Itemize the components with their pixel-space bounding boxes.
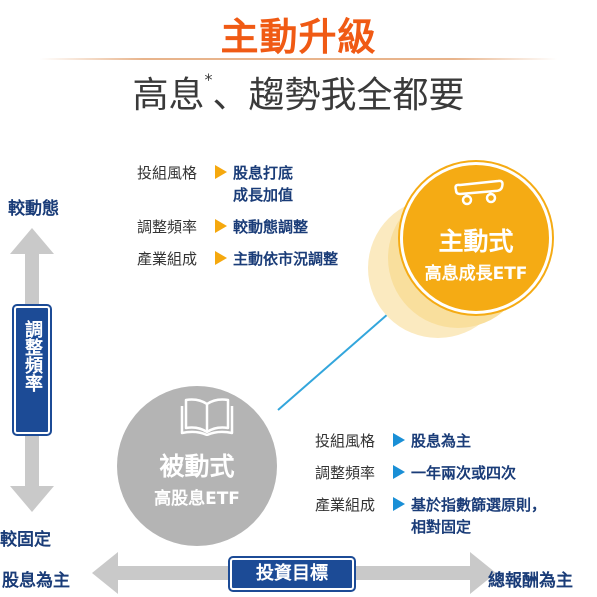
page-subtitle: 高息*、趨勢我全都要 bbox=[132, 70, 465, 116]
passive-row-value: 基於指數篩選原則，相對固定 bbox=[411, 496, 547, 536]
book-icon bbox=[180, 398, 234, 436]
x-axis-badge: 投資目標 bbox=[228, 556, 356, 592]
passive-row-value: 一年兩次或四次 bbox=[411, 464, 517, 482]
active-row-value: 主動依市況調整 bbox=[233, 250, 339, 268]
passive-etf-circle bbox=[117, 386, 277, 546]
passive-row-style: 投組風格 股息為主 bbox=[315, 430, 546, 452]
passive-info-list: 投組風格 股息為主 調整頻率 一年兩次或四次 產業組成 基於指數篩選原則，相對固… bbox=[315, 430, 546, 538]
active-etf-name: 主動式 bbox=[438, 227, 514, 256]
blue-triangle-icon bbox=[393, 497, 405, 511]
passive-row-key: 調整頻率 bbox=[315, 464, 376, 482]
active-info-list: 投組風格 股息打底成長加值 調整頻率 較動態調整 產業組成 主動依市況調整 bbox=[137, 162, 338, 270]
x-axis-arrow-right bbox=[470, 552, 496, 594]
active-row-key: 產業組成 bbox=[137, 250, 198, 268]
active-row-industry: 產業組成 主動依市況調整 bbox=[137, 248, 338, 270]
passive-row-key: 產業組成 bbox=[315, 496, 376, 514]
active-row-style: 投組風格 股息打底成長加值 bbox=[137, 162, 338, 206]
page-title: 主動升級 bbox=[220, 15, 377, 59]
passive-row-frequency: 調整頻率 一年兩次或四次 bbox=[315, 462, 546, 484]
y-axis-bottom-label: 較固定 bbox=[0, 530, 51, 550]
x-axis-arrow-left bbox=[92, 552, 118, 594]
x-axis-left-label: 股息為主 bbox=[2, 571, 70, 591]
y-axis-arrow-up bbox=[10, 228, 54, 254]
active-row-value: 股息打底成長加值 bbox=[233, 164, 294, 204]
active-row-value: 較動態調整 bbox=[233, 218, 309, 236]
skateboard-icon bbox=[454, 179, 504, 206]
blue-triangle-icon bbox=[393, 465, 405, 479]
y-axis-badge: 調整頻率 bbox=[12, 304, 52, 436]
passive-row-value: 股息為主 bbox=[411, 432, 472, 450]
orange-triangle-icon bbox=[215, 219, 227, 233]
active-row-key: 調整頻率 bbox=[137, 218, 198, 236]
passive-etf-name: 被動式 bbox=[159, 452, 235, 481]
orange-triangle-icon bbox=[215, 251, 227, 265]
blue-triangle-icon bbox=[393, 433, 405, 447]
orange-triangle-icon bbox=[215, 165, 227, 179]
active-row-frequency: 調整頻率 較動態調整 bbox=[137, 216, 338, 238]
passive-row-key: 投組風格 bbox=[315, 432, 376, 450]
y-axis-top-label: 較動態 bbox=[8, 199, 59, 219]
active-row-key: 投組風格 bbox=[137, 164, 198, 182]
title-divider bbox=[40, 58, 557, 60]
y-axis-arrow-down bbox=[10, 486, 54, 512]
passive-row-industry: 產業組成 基於指數篩選原則，相對固定 bbox=[315, 494, 546, 538]
active-etf-circle bbox=[400, 162, 552, 314]
active-etf-type: 高息成長ETF bbox=[424, 264, 528, 284]
passive-etf-type: 高股息ETF bbox=[154, 489, 240, 509]
x-axis-right-label: 總報酬為主 bbox=[488, 571, 573, 591]
